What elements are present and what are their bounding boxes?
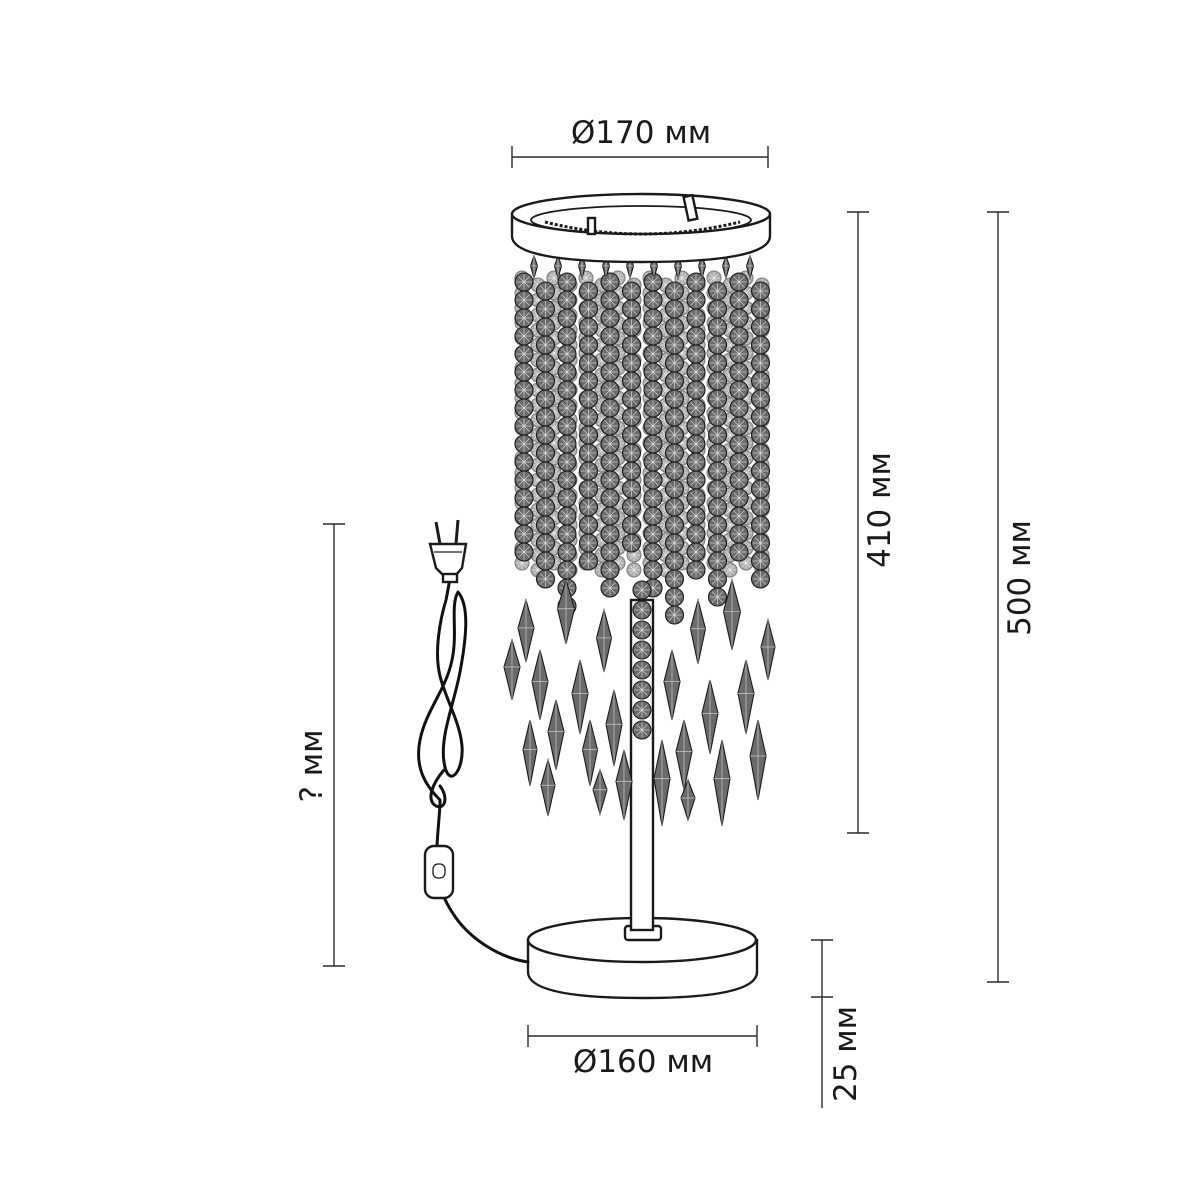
shade-top-ring [510,192,772,264]
dimension-base-height: 25 мм [811,939,864,1108]
crystal-drops [503,577,776,827]
dimension-shade-height: 410 мм [847,211,898,834]
dimension-cord-length: ? мм [294,523,345,967]
power-plug-icon [428,519,468,584]
base-diameter-label: Ø160 мм [573,1044,713,1080]
dimension-total-height: 500 мм [987,211,1038,983]
cord-switch [423,844,455,900]
top-diameter-label: Ø170 мм [571,115,711,151]
shade-height-label: 410 мм [862,452,898,568]
dimension-base-diameter: Ø160 мм [527,1025,758,1080]
crystal-beads [514,254,771,740]
base-height-label: 25 мм [828,1006,864,1102]
total-height-label: 500 мм [1002,520,1038,636]
crystal-shade [503,254,776,827]
cord-length-label: ? мм [294,729,330,802]
dimension-top-diameter: Ø170 мм [511,115,769,168]
power-cord [417,576,530,964]
